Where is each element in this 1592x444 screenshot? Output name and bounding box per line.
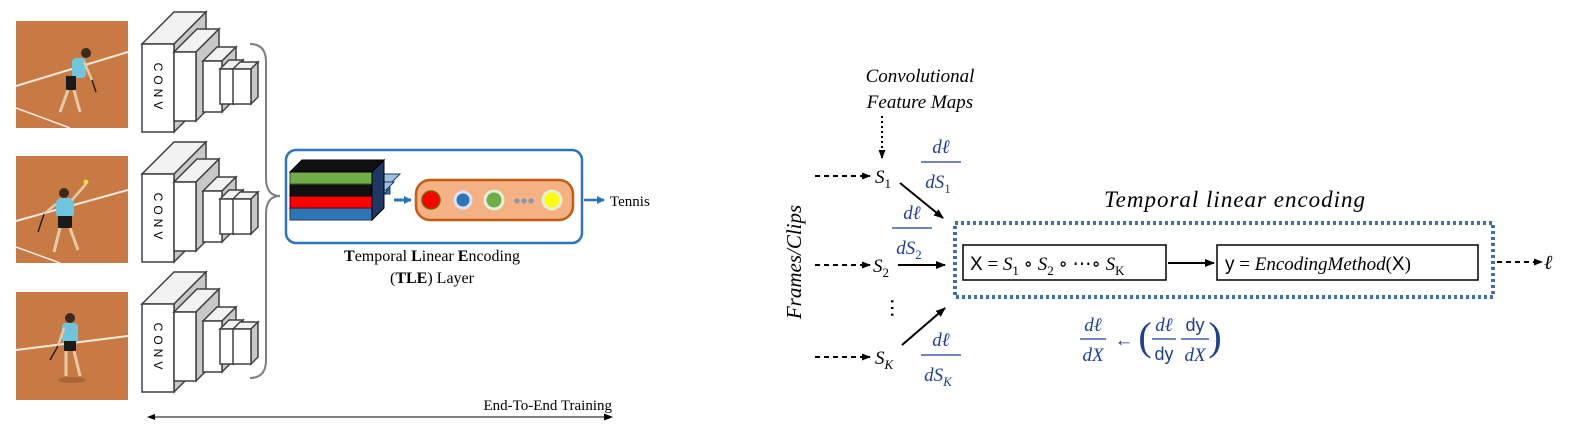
svg-text:dS1: dS1 [925, 172, 951, 196]
frames-clips-label: Frames/Clips [782, 205, 806, 320]
formula-x-box [962, 244, 1167, 281]
vertical-ellipsis: ⋯ [881, 298, 903, 318]
formula-y-box [1216, 244, 1479, 281]
sk-to-box-arrow [901, 307, 946, 346]
tle-caption-line1: Temporal Linear Encoding [344, 248, 520, 265]
enc-dot-blue [453, 190, 473, 210]
s2-label: S2 [873, 256, 889, 280]
enc-dot-yellow [541, 189, 563, 211]
conv-label-3: CONV [151, 323, 165, 374]
svg-text:(: ( [1138, 314, 1151, 359]
conv-label-1: CONV [151, 63, 165, 114]
chain-r2-den: dX [1184, 345, 1207, 366]
tennis-player-1 [58, 48, 97, 113]
tle-caption-line2: (TLE) Layer [390, 270, 475, 287]
chain-r1-den: dy [1154, 344, 1173, 364]
end-to-end-label: End-To-End Training [483, 398, 612, 414]
svg-text:dℓ: dℓ [903, 203, 921, 224]
tennis-frame-1 [15, 21, 129, 129]
cnn-stack-1: CONV [140, 10, 260, 134]
tle-title: Temporal linear encoding [1104, 187, 1366, 212]
feature-map-stack [288, 158, 402, 222]
tennis-frame-3 [15, 292, 129, 400]
grad-s2: dℓ dS2 [892, 203, 932, 262]
chain-rule: dℓ dX ← ( dℓ dy dy dX ) [1080, 314, 1222, 366]
chain-lhs-den: dX [1082, 345, 1105, 366]
feature-maps-line2: Feature Maps [866, 92, 973, 113]
svg-text:dSK: dSK [924, 365, 953, 389]
loss-label: ℓ [1544, 252, 1553, 274]
cnn-stack-3: CONV [140, 270, 260, 394]
aggregation-brace [249, 43, 281, 379]
svg-text:dℓ: dℓ [932, 137, 950, 158]
chain-lhs-num: dℓ [1084, 315, 1102, 336]
sk-label: SK [875, 348, 895, 372]
svg-text:dℓ: dℓ [932, 330, 950, 351]
conv-label-2: CONV [151, 193, 165, 244]
grad-sk: dℓ dSK [921, 330, 961, 389]
svg-text:dS2: dS2 [896, 238, 922, 262]
enc-dot-green [483, 189, 505, 211]
chain-r1-num: dℓ [1155, 315, 1173, 336]
tennis-player-2 [37, 179, 89, 253]
enc-ellipsis-2 [521, 198, 527, 204]
grad-s1: dℓ dS1 [921, 137, 961, 196]
cnn-stack-2: CONV [140, 140, 260, 264]
output-label: Tennis [610, 194, 650, 210]
s1-label: S1 [875, 167, 891, 191]
tennis-frame-2 [15, 156, 129, 264]
s1-to-box-arrow [899, 182, 944, 219]
enc-ellipsis-1 [514, 198, 520, 204]
formula-y: y = EncodingMethod(X) [1225, 254, 1411, 275]
chain-arrow: ← [1115, 330, 1134, 351]
tennis-player-3 [49, 313, 86, 383]
chain-r2-num: dy [1185, 315, 1204, 335]
enc-ellipsis-3 [528, 198, 534, 204]
feature-maps-line1: Convolutional [866, 66, 975, 87]
svg-text:): ) [1208, 314, 1221, 359]
enc-dot-red [421, 190, 441, 210]
